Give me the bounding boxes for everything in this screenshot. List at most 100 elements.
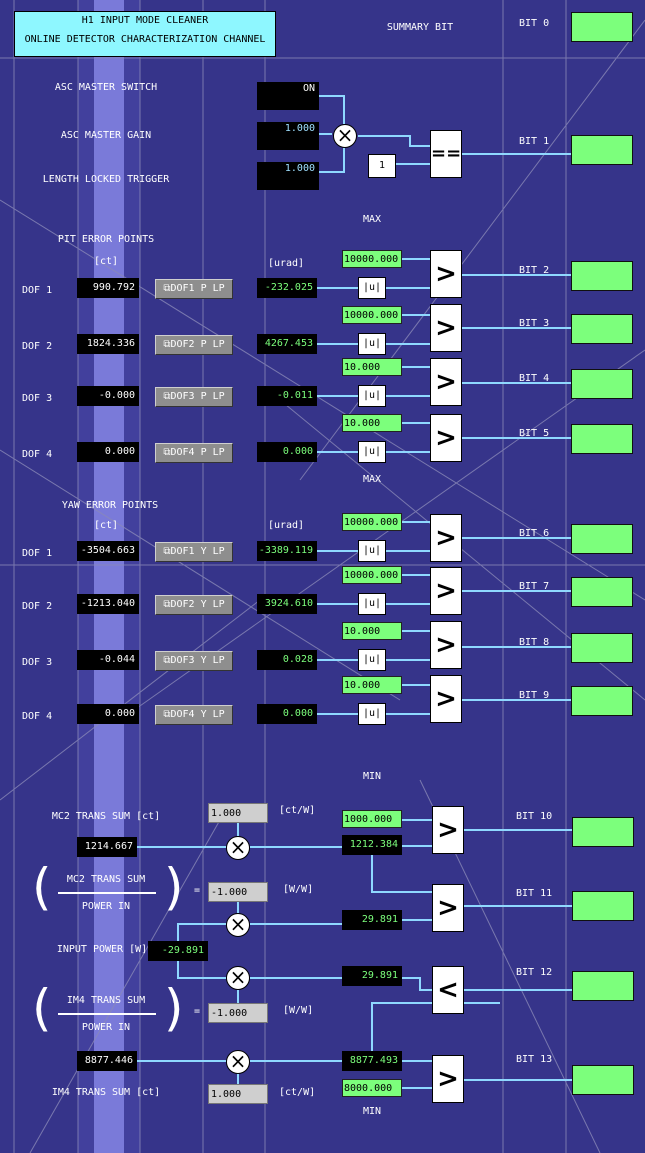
- pit-bit-indicator: [571, 314, 633, 344]
- pit-lp-button[interactable]: ⧉DOF2 P LP: [155, 335, 233, 355]
- title-line2: ONLINE DETECTOR CHARACTERIZATION CHANNEL: [24, 34, 266, 45]
- bit-10-indicator: [572, 817, 634, 847]
- asc-master-switch-label: ASC MASTER SWITCH: [54, 82, 158, 93]
- yaw-bit-label: BIT 6: [519, 528, 550, 539]
- pit-header: PIT ERROR POINTS: [57, 234, 155, 245]
- yaw-max-threshold-input[interactable]: 10000.000: [342, 513, 402, 531]
- pit-lp-button[interactable]: ⧉DOF4 P LP: [155, 443, 233, 463]
- window-icon: ⧉: [163, 546, 171, 557]
- yaw-max-threshold-input[interactable]: 10.000: [342, 676, 402, 694]
- yaw-abs-block: |u|: [358, 703, 386, 725]
- im4-trans-sum-value: 8877.446: [77, 1051, 137, 1071]
- yaw-unit-urad: [urad]: [267, 520, 305, 531]
- yaw-lp-button[interactable]: ⧉DOF1 Y LP: [155, 542, 233, 562]
- yaw-lp-button[interactable]: ⧉DOF3 Y LP: [155, 651, 233, 671]
- yaw-max-threshold-input[interactable]: 10.000: [342, 622, 402, 640]
- mc2-gain-input[interactable]: 1.000: [208, 803, 268, 823]
- bit-13-comparator: >: [432, 1055, 464, 1103]
- pit-urad-value: 0.000: [257, 442, 317, 462]
- pit-error-value: 1824.336: [77, 334, 139, 354]
- im4-min-label: MIN: [362, 1106, 382, 1117]
- frac2-line: [58, 1013, 156, 1015]
- pit-lp-button[interactable]: ⧉DOF3 P LP: [155, 387, 233, 407]
- window-icon: ⧉: [163, 339, 171, 350]
- frac2-gain-input[interactable]: -1.000: [208, 1003, 268, 1023]
- pit-dof-label: DOF 2: [22, 341, 53, 352]
- input-multiply-icon: ×: [226, 966, 250, 990]
- window-icon: ⧉: [163, 283, 171, 294]
- yaw-urad-value: 3924.610: [257, 594, 317, 614]
- bit-0-indicator: [571, 12, 633, 42]
- frac2-unit: [W/W]: [283, 1005, 314, 1016]
- asc-master-gain-value: 1.000: [257, 122, 319, 150]
- yaw-bit-indicator: [571, 686, 633, 716]
- bit-12-comparator: <: [432, 966, 464, 1014]
- pit-bit-indicator: [571, 261, 633, 291]
- pit-bit-indicator: [571, 369, 633, 399]
- lp-button-label: DOF4 P LP: [170, 447, 225, 458]
- frac1-numerator: MC2 TRANS SUM: [66, 874, 146, 885]
- yaw-unit-ct: [ct]: [93, 520, 119, 531]
- pit-dof-label: DOF 1: [22, 285, 53, 296]
- yaw-abs-block: |u|: [358, 593, 386, 615]
- frac1-line: [58, 892, 156, 894]
- frac1-multiply-icon: ×: [226, 913, 250, 937]
- multiply-icon: ×: [333, 124, 357, 148]
- pit-max-threshold-input[interactable]: 10.000: [342, 358, 402, 376]
- pit-max-threshold-input[interactable]: 10.000: [342, 414, 402, 432]
- signal-wires: [318, 95, 572, 173]
- bit-13-label: BIT 13: [516, 1054, 553, 1065]
- bit-12-indicator: [572, 971, 634, 1001]
- pit-comparator: >: [430, 414, 462, 462]
- pit-max-threshold-input[interactable]: 10000.000: [342, 306, 402, 324]
- lp-button-label: DOF1 P LP: [170, 283, 225, 294]
- yaw-urad-value: -3389.119: [257, 541, 317, 561]
- lp-button-label: DOF2 P LP: [170, 339, 225, 350]
- pit-max-threshold-input[interactable]: 10000.000: [342, 250, 402, 268]
- pit-lp-button[interactable]: ⧉DOF1 P LP: [155, 279, 233, 299]
- pit-bit-label: BIT 5: [519, 428, 550, 439]
- yaw-abs-block: |u|: [358, 649, 386, 671]
- mc2-trans-sum-label: MC2 TRANS SUM [ct]: [51, 811, 161, 822]
- yaw-comparator: >: [430, 675, 462, 723]
- pit-abs-block: |u|: [358, 277, 386, 299]
- frac1-unit: [W/W]: [283, 884, 314, 895]
- pit-comparator: >: [430, 358, 462, 406]
- lp-button-label: DOF3 P LP: [170, 391, 225, 402]
- pit-abs-block: |u|: [358, 385, 386, 407]
- right-paren-2: ): [164, 979, 184, 1037]
- mc2-min-threshold-input[interactable]: 1000.000: [342, 810, 402, 828]
- pit-dof-label: DOF 3: [22, 393, 53, 404]
- pit-abs-block: |u|: [358, 441, 386, 463]
- frac2-numerator: IM4 TRANS SUM: [66, 995, 146, 1006]
- yaw-max-threshold-input[interactable]: 10000.000: [342, 566, 402, 584]
- yaw-comparator: >: [430, 567, 462, 615]
- yaw-lp-button[interactable]: ⧉DOF2 Y LP: [155, 595, 233, 615]
- summary-bit-label: SUMMARY BIT: [386, 22, 454, 33]
- right-paren-1: ): [164, 858, 184, 916]
- bit-10-label: BIT 10: [516, 811, 553, 822]
- im4-gain-unit: [ct/W]: [279, 1087, 316, 1098]
- lp-button-label: DOF1 Y LP: [170, 546, 225, 557]
- yaw-lp-button[interactable]: ⧉DOF4 Y LP: [155, 705, 233, 725]
- im4-gain-input[interactable]: 1.000: [208, 1084, 268, 1104]
- pit-bit-label: BIT 2: [519, 265, 550, 276]
- yaw-bit-label: BIT 9: [519, 690, 550, 701]
- mc2-gain-unit: [ct/W]: [279, 805, 316, 816]
- bit-1-indicator: [571, 135, 633, 165]
- pit-error-value: 990.792: [77, 278, 139, 298]
- yaw-urad-value: 0.000: [257, 704, 317, 724]
- im4-min-threshold-input[interactable]: 8000.000: [342, 1079, 402, 1097]
- im4-output-value: 8877.493: [342, 1051, 402, 1071]
- lp-button-label: DOF2 Y LP: [170, 599, 225, 610]
- pit-bit-label: BIT 3: [519, 318, 550, 329]
- pit-bit-indicator: [571, 424, 633, 454]
- yaw-dof-label: DOF 1: [22, 548, 53, 559]
- yaw-dof-label: DOF 2: [22, 601, 53, 612]
- pit-error-value: 0.000: [77, 442, 139, 462]
- pit-abs-block: |u|: [358, 333, 386, 355]
- frac1-gain-input[interactable]: -1.000: [208, 882, 268, 902]
- frac1-equals: =: [194, 885, 201, 896]
- yaw-bit-indicator: [571, 577, 633, 607]
- frac2-denominator: POWER IN: [81, 1022, 131, 1033]
